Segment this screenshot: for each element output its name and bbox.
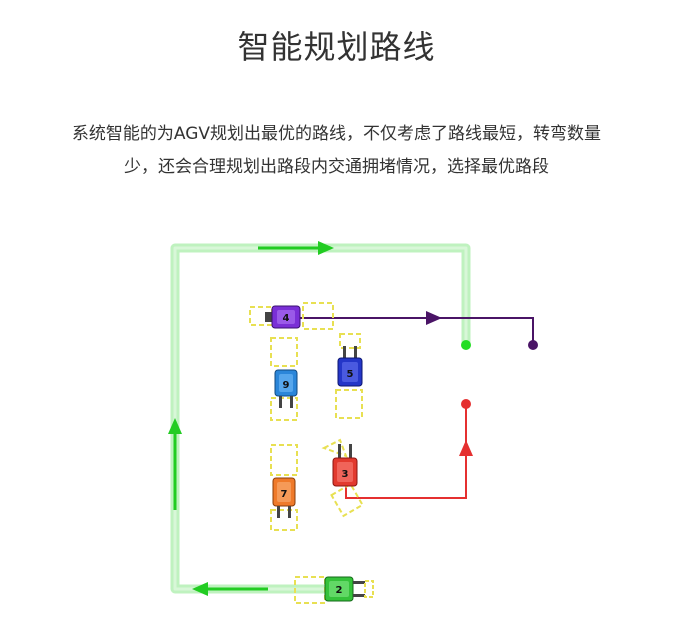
agv-5: 5 [337,346,363,387]
agv-3: 3 [332,444,358,487]
green-destination-dot [461,340,471,350]
agv-9: 9 [274,369,298,408]
reserve-box-agv5-top [339,333,361,349]
purple-route [300,317,534,345]
purple-arrow-head [426,311,442,325]
green-route [173,246,468,591]
green-arrow-bottom-head [192,582,208,596]
green-arrow-left-head [168,418,182,434]
red-arrow-head [459,440,473,456]
agv-4-label: 4 [283,313,290,324]
reserve-box-agv3-top [321,438,348,458]
agv-9-label: 9 [283,380,290,391]
description-line-2: 少，还会合理规划出路段内交通拥堵情况，选择最优路段 [124,157,549,177]
green-route-glow [170,243,471,594]
red-destination-dot [461,399,471,409]
reserve-box-agv7-top [270,444,298,476]
reserve-box-agv4-left [249,306,273,326]
agv-2: 2 [324,576,374,602]
description-line-1: 系统智能的为AGV规划出最优的路线，不仅考虑了路线最短，转弯数量 [71,124,602,144]
reserve-box-agv4-right [302,302,334,330]
purple-destination-dot [528,340,538,350]
description: 系统智能的为AGV规划出最优的路线，不仅考虑了路线最短，转弯数量 少，还会合理规… [18,118,655,184]
agv-7-label: 7 [281,489,288,500]
green-arrow-top-head [318,241,334,255]
red-route [345,405,467,499]
agv-7: 7 [272,477,296,518]
agv-2-label: 2 [336,585,343,596]
page-title: 智能规划路线 [237,28,436,66]
agv-3-label: 3 [342,469,349,480]
agv-5-label: 5 [347,369,354,380]
reserve-box-agv7-bottom [270,509,298,531]
reserve-box-agv9-top [270,337,298,367]
reserve-box-agv5-bottom [335,389,363,419]
reserve-box-agv9-bottom [270,397,298,421]
agv-4: 4 [265,305,301,329]
reserve-box-agv3-bottom [330,482,364,518]
